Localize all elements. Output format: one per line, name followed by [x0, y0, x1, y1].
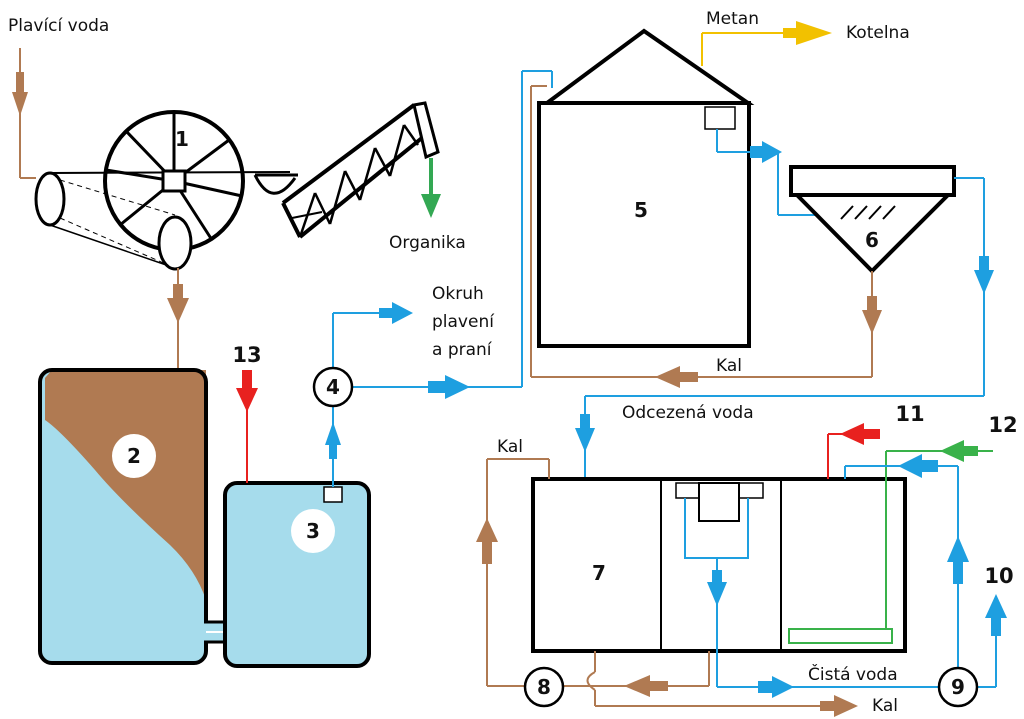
clean-water-label: Čistá voda: [808, 663, 898, 685]
sludge-return-line: [530, 85, 882, 388]
label-13: 13: [232, 343, 261, 367]
decanted-label: Odcezená voda: [622, 403, 754, 423]
label-11: 11: [895, 402, 924, 426]
input-13-arrow: [236, 370, 258, 483]
sludge-top-label: Kal: [716, 356, 742, 376]
methane-label: Metan: [706, 9, 759, 29]
blue-pipes-circuit: [325, 70, 553, 487]
screw-conveyor: [281, 101, 440, 239]
label-8: 8: [537, 675, 551, 699]
label-7: 7: [592, 561, 606, 585]
drum-separator: [34, 110, 298, 271]
settler-6: [789, 165, 956, 274]
pump-3: [323, 486, 343, 503]
label-3: 3: [306, 519, 320, 543]
sludge-circuit-8: [476, 458, 858, 717]
tank-3: [223, 481, 371, 668]
tank-2: [38, 368, 208, 665]
input-12-arrow: [885, 440, 993, 629]
sludge-bottom-label: Kal: [872, 696, 898, 716]
label-2: 2: [127, 444, 141, 468]
organic-arrow: [421, 158, 441, 218]
pump-node-9: [937, 666, 979, 708]
output-11-arrow: [827, 423, 880, 479]
pump-node-4: [312, 366, 354, 408]
label-6: 6: [865, 228, 879, 252]
badge-3: [291, 509, 335, 553]
sludge-down-arrow: [167, 268, 189, 368]
circuit-label-3: a praní: [432, 340, 493, 360]
circuit-label-2: plavení: [432, 312, 495, 332]
label-1: 1: [175, 127, 189, 151]
circuit-label-1: Okruh: [432, 284, 484, 304]
organic-label: Organika: [389, 233, 466, 253]
digester-5: [537, 28, 755, 348]
digester-outflow: [716, 129, 830, 216]
label-12: 12: [988, 413, 1017, 437]
label-9: 9: [951, 675, 965, 699]
pump-node-8: [523, 666, 565, 708]
sludge-left-label: Kal: [497, 437, 523, 457]
treatment-tank-7: [531, 477, 907, 653]
label-10: 10: [984, 564, 1013, 588]
methane-line: [701, 21, 832, 66]
flush-water-line: [12, 48, 36, 179]
badge-2: [112, 434, 156, 478]
decanted-water-line: [575, 177, 994, 479]
label-5: 5: [634, 198, 648, 222]
clean-water-loop: [707, 454, 1007, 698]
flush-water-label: Plavící voda: [8, 16, 109, 36]
boiler-label: Kotelna: [846, 23, 910, 43]
label-4: 4: [326, 375, 340, 399]
